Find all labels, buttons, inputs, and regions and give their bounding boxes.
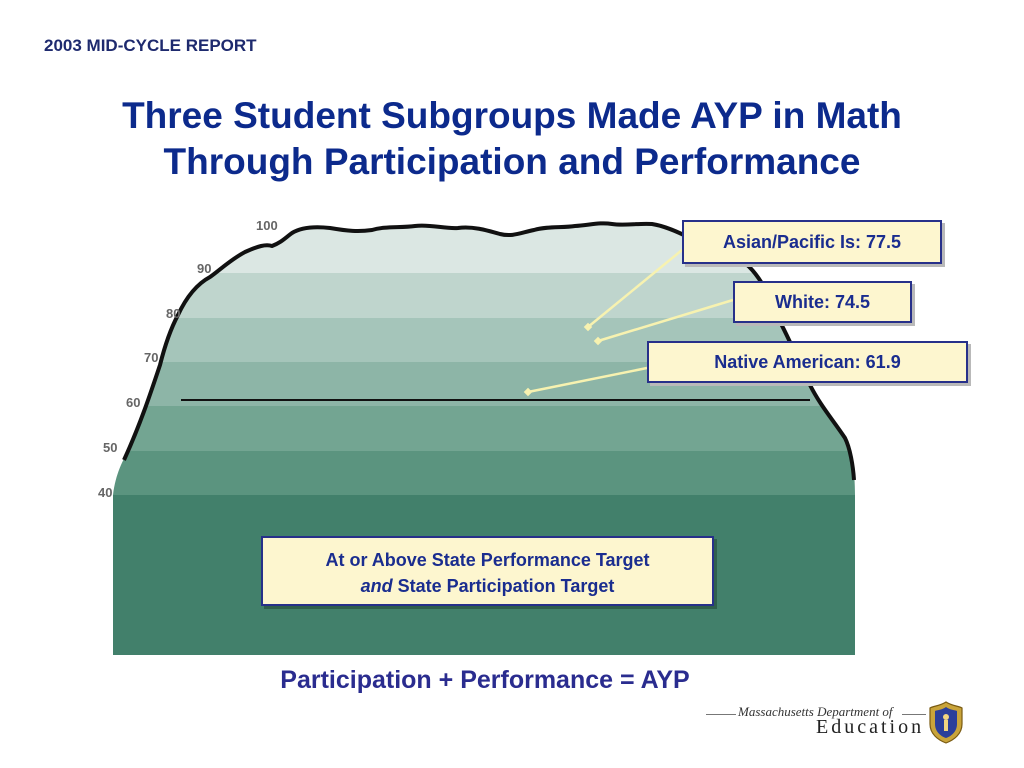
marker-white [593, 336, 603, 346]
state-seal-icon [929, 701, 963, 744]
target-box-line-2-rest: State Participation Target [392, 576, 615, 596]
band-50-60 [113, 406, 855, 451]
tick-80: 80 [166, 306, 180, 321]
leader-native [527, 366, 648, 394]
tick-70: 70 [144, 350, 158, 365]
target-box: At or Above State Performance Target and… [261, 536, 714, 606]
tick-50: 50 [103, 440, 117, 455]
target-box-line-2: and State Participation Target [263, 573, 712, 599]
doe-logo: Massachusetts Department of Education [706, 698, 972, 748]
leader-asian [587, 249, 683, 328]
marker-native [523, 387, 533, 397]
report-label: 2003 MID-CYCLE REPORT [44, 36, 257, 55]
logo-rule-right [902, 714, 926, 715]
logo-line-1: Massachusetts Department of [738, 704, 893, 719]
callout-asian-pacific: Asian/Pacific Is: 77.5 [682, 220, 942, 264]
logo-rule-left [706, 714, 736, 715]
callout-white: White: 74.5 [733, 281, 912, 323]
target-box-line-1: At or Above State Performance Target [325, 550, 650, 570]
band-80-90 [113, 273, 855, 318]
leader-white [597, 298, 734, 343]
logo-line-2: Education [816, 716, 925, 738]
tick-60: 60 [126, 395, 140, 410]
callout-native-american: Native American: 61.9 [647, 341, 968, 383]
formula-text: Participation + Performance = AYP [280, 666, 690, 694]
title-line-2: Through Participation and Performance [163, 141, 861, 182]
target-box-and: and [360, 576, 393, 596]
marker-asian [583, 322, 593, 332]
tick-100: 100 [256, 218, 278, 233]
tick-40: 40 [98, 485, 112, 500]
slide-title: Three Student Subgroups Made AYP in Math… [0, 93, 1024, 185]
band-40-50 [113, 451, 855, 495]
title-line-1: Three Student Subgroups Made AYP in Math [122, 95, 902, 136]
tick-90: 90 [197, 261, 211, 276]
